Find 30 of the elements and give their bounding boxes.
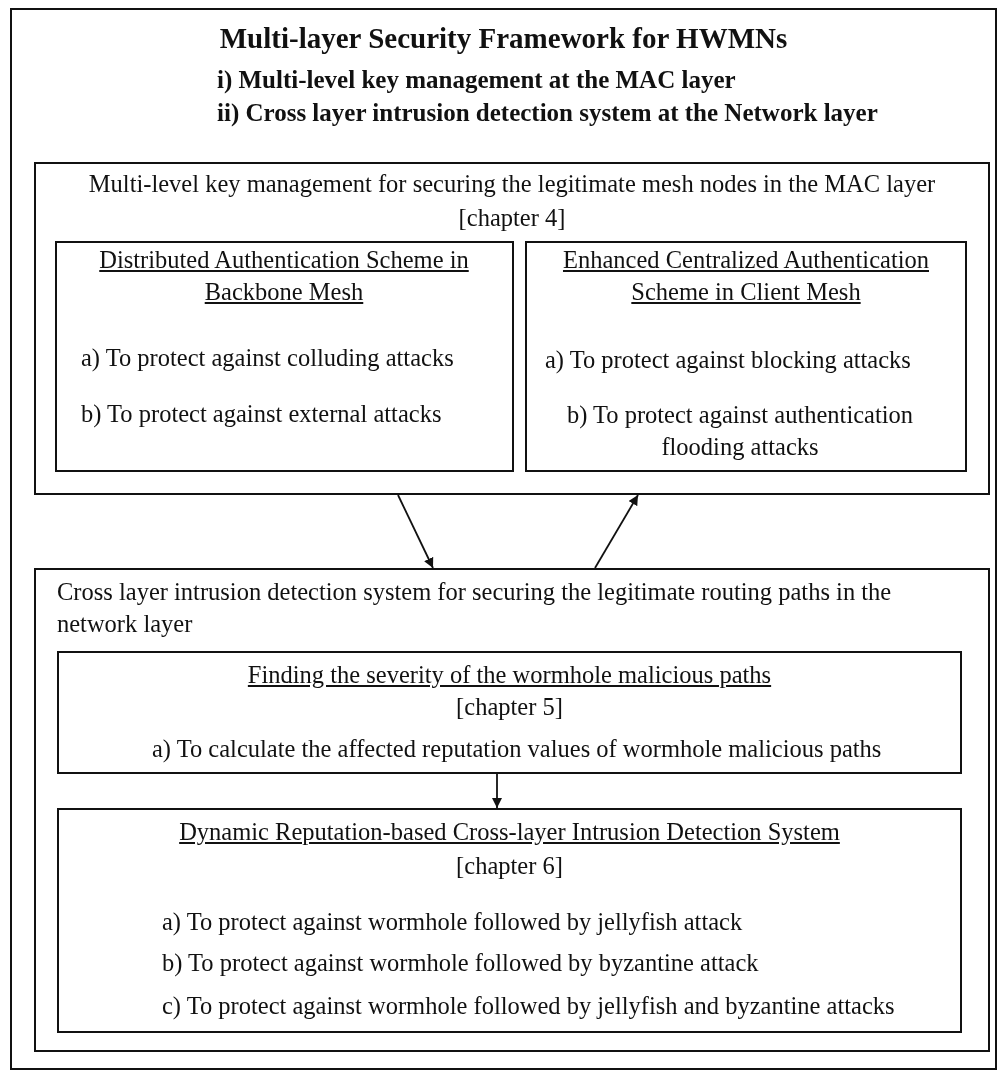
list-item: i) Multi-level key management at the MAC layer <box>217 65 737 95</box>
list-item: c) To protect against wormhole followed by jellyfish and byzantine attacks <box>162 991 896 1022</box>
list-item: b) To protect against authentication flooding attacks <box>565 400 915 462</box>
box-title: Dynamic Reputation-based Cross-layer Intrusion Detection System <box>178 817 841 847</box>
list-item: a) To protect against colluding attacks <box>81 343 455 374</box>
frame-box <box>10 8 997 1070</box>
panel-box <box>57 651 962 774</box>
panel-box <box>55 241 514 472</box>
group-box <box>34 568 990 1052</box>
arrow <box>397 494 434 569</box>
list-item: b) To protect against external attacks <box>81 399 443 430</box>
list-item: a) To protect against wormhole followed by jellyfish attack <box>162 907 744 938</box>
box-title: Distributed Authentication Scheme in Backbone Mesh <box>98 245 470 307</box>
chapter-label: [chapter 5] <box>455 692 564 722</box>
panel-box <box>57 808 962 1033</box>
list-item: a) To calculate the affected reputation values of wormhole malicious paths <box>152 734 883 765</box>
box-title: Enhanced Centralized Authentication Scheme in Client Mesh <box>562 245 930 307</box>
list-item: a) To protect against blocking attacks <box>545 345 912 376</box>
heading: Multi-layer Security Framework for HWMNs <box>218 21 789 55</box>
group-box <box>34 162 990 495</box>
chapter-label: [chapter 4] <box>457 203 567 233</box>
list-item: b) To protect against wormhole followed by byzantine attack <box>162 948 760 979</box>
box-title: Cross layer intrusion detection system for securing the legitimate routing paths in the network layer <box>57 577 893 639</box>
chapter-label: [chapter 6] <box>455 851 564 881</box>
panel-box <box>525 241 967 472</box>
box-title: Multi-level key management for securing the legitimate mesh nodes in the MAC layer <box>87 169 937 199</box>
list-item: ii) Cross layer intrusion detection system at the Network layer <box>217 98 879 128</box>
box-title: Finding the severity of the wormhole malicious paths <box>246 660 773 690</box>
arrow <box>594 494 639 569</box>
arrow <box>492 773 502 809</box>
